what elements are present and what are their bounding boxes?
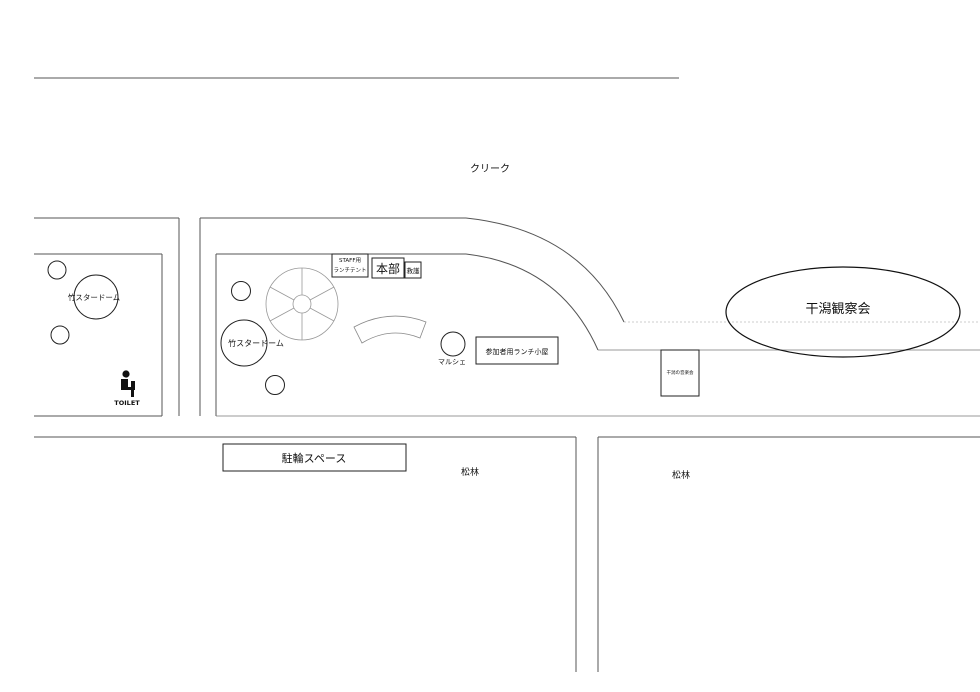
segmented-round-structure — [265, 267, 339, 341]
small-circle-marker — [265, 375, 285, 395]
bamboo-dome-left-label: 竹スタードーム — [68, 292, 120, 302]
pine-forest-left-label: 松林 — [461, 466, 479, 478]
pine-forest-right-label: 松林 — [672, 469, 690, 481]
headquarters-box — [371, 257, 405, 279]
first-aid-label: 救護 — [407, 266, 421, 275]
tidal-flat-booth-label: 干潟の音楽会 — [667, 369, 694, 376]
first-aid-box — [404, 261, 422, 279]
small-circle-marker — [231, 281, 251, 301]
tidal-flat-event-label: 干潟観察会 — [805, 302, 870, 317]
headquarters-label: 本部 — [376, 261, 400, 276]
marche-label: マルシェ — [438, 358, 466, 366]
small-circle-marker — [50, 325, 70, 345]
bicycle-parking-label: 駐輪スペース — [282, 451, 347, 465]
staff-tent-label-1: STAFF用 — [339, 257, 361, 264]
participant-lunch-hut — [475, 336, 559, 365]
creek-label: クリーク — [470, 163, 510, 175]
bamboo-dome-center-label: 竹スタードーム — [228, 338, 284, 348]
curved-stage — [353, 315, 427, 344]
small-circle-marker — [47, 260, 67, 280]
tidal-flat-event-area — [725, 266, 961, 358]
bamboo-dome-left — [73, 274, 119, 320]
staff-tent-label-2: ランチテント — [333, 267, 366, 274]
left-area-outline — [34, 217, 180, 417]
central-area-outline — [199, 217, 980, 417]
bamboo-dome-center — [220, 319, 268, 367]
marche-circle — [440, 331, 466, 357]
toilet-label: TOILET — [114, 399, 140, 407]
staff-lunch-tent — [331, 253, 369, 278]
bicycle-parking-box — [222, 443, 407, 472]
tidal-flat-booth — [660, 349, 700, 397]
toilet-person-icon — [121, 370, 135, 397]
participant-lunch-label: 参加者用ランチ小屋 — [486, 347, 549, 356]
lower-area-outline — [34, 436, 980, 672]
